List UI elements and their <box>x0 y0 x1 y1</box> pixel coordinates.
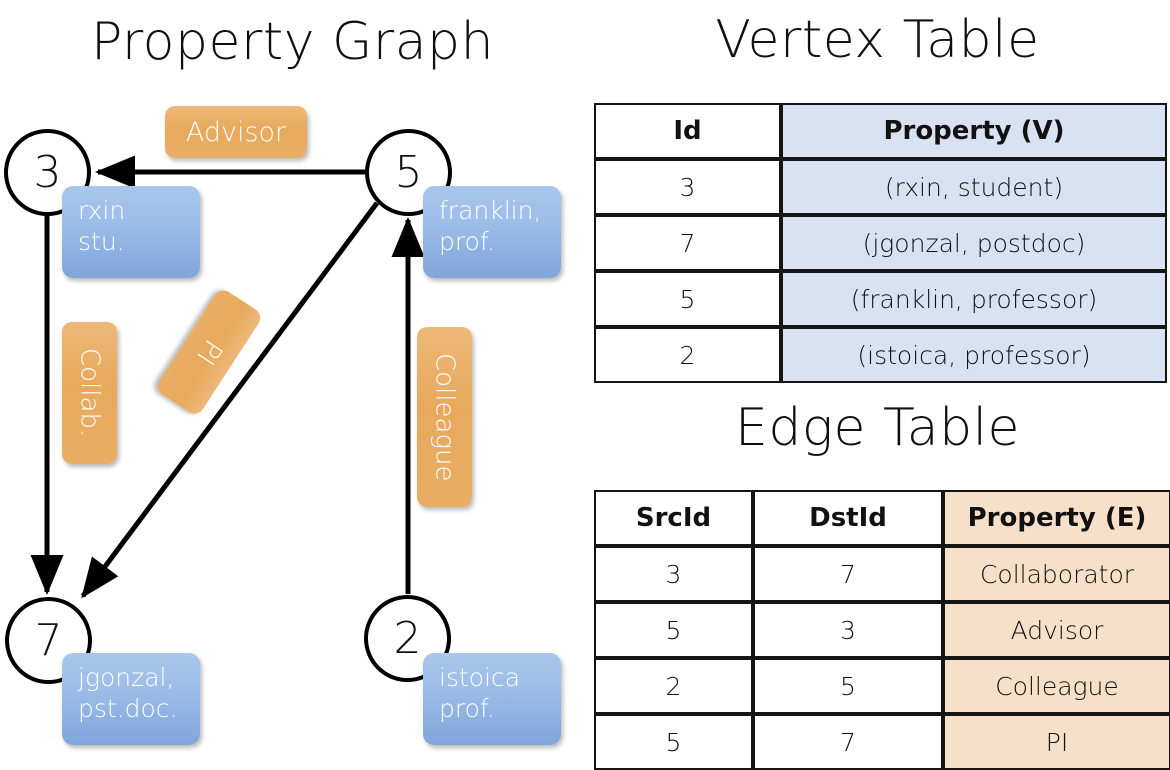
vertex-cell-property: (istoica, professor) <box>781 327 1167 383</box>
edge-table-header-property: Property (E) <box>943 490 1170 546</box>
vertex-property-callout-3-line2: stu. <box>78 226 125 256</box>
edge-label-colleague-text: Colleague <box>429 352 460 482</box>
vertex-property-callout-7-line1: jgonzal, <box>78 663 175 692</box>
vertex-cell-id: 7 <box>594 215 781 271</box>
graph-edges-svg <box>30 155 425 599</box>
table-row[interactable]: 5 3 Advisor <box>594 602 1170 658</box>
vertex-cell-id: 2 <box>594 327 781 383</box>
edge-table: SrcId DstId Property (E) 3 7 Collaborato… <box>594 490 1170 770</box>
edge-table-header-srcid: SrcId <box>594 490 753 546</box>
graph-node-3-label: 3 <box>33 146 62 198</box>
vertex-property-callout-7: jgonzal, pst.doc. <box>62 653 200 745</box>
edge-cell-dstid: 5 <box>753 658 943 714</box>
vertex-cell-property: (jgonzal, postdoc) <box>781 215 1167 271</box>
vertex-property-callout-5: franklin, prof. <box>423 186 561 278</box>
vertex-table-header-row: Id Property (V) <box>594 103 1167 159</box>
vertex-property-callout-2-line2: prof. <box>439 693 495 723</box>
page-title-edge-table: Edge Table <box>734 398 1021 458</box>
vertex-table-header-id: Id <box>594 103 781 159</box>
table-row[interactable]: 2 (istoica, professor) <box>594 327 1167 383</box>
table-row[interactable]: 5 (franklin, professor) <box>594 271 1167 327</box>
table-row[interactable]: 2 5 Colleague <box>594 658 1170 714</box>
graph-node-2-label: 2 <box>393 612 422 664</box>
edge-label-advisor-text: Advisor <box>185 116 287 148</box>
edge-cell-srcid: 3 <box>594 546 753 602</box>
edge-cell-dstid: 7 <box>753 546 943 602</box>
graph-node-7-label: 7 <box>34 614 63 666</box>
vertex-table: Id Property (V) 3 (rxin, student) 7 (jgo… <box>594 103 1167 383</box>
graph-node-5[interactable]: 5 <box>365 129 452 216</box>
edge-cell-property: Advisor <box>943 602 1170 658</box>
vertex-property-callout-7-line2: pst.doc. <box>78 693 178 723</box>
edge-cell-property: Colleague <box>943 658 1170 714</box>
edge-label-collab-text: Collab. <box>74 348 105 438</box>
vertex-property-callout-5-line2: prof. <box>439 226 495 256</box>
edge-table-header-row: SrcId DstId Property (E) <box>594 490 1170 546</box>
table-row[interactable]: 3 (rxin, student) <box>594 159 1167 215</box>
vertex-property-callout-3-line1: rxin <box>78 196 126 225</box>
edge-cell-property: Collaborator <box>943 546 1170 602</box>
table-row[interactable]: 3 7 Collaborator <box>594 546 1170 602</box>
edge-cell-srcid: 2 <box>594 658 753 714</box>
table-row[interactable]: 5 7 PI <box>594 714 1170 770</box>
edge-label-pi-text: PI <box>190 334 228 370</box>
edge-cell-srcid: 5 <box>594 602 753 658</box>
vertex-table-header-property: Property (V) <box>781 103 1167 159</box>
edge-label-advisor: Advisor <box>165 106 307 158</box>
edge-label-collab: Collab. <box>62 322 117 464</box>
edge-cell-property: PI <box>943 714 1170 770</box>
edge-cell-dstid: 7 <box>753 714 943 770</box>
vertex-property-callout-2: istoica prof. <box>423 653 561 745</box>
vertex-cell-property: (rxin, student) <box>781 159 1167 215</box>
vertex-property-callout-3: rxin stu. <box>62 186 200 278</box>
edge-table-header-dstid: DstId <box>753 490 943 546</box>
edge-label-colleague: Colleague <box>417 327 472 507</box>
graph-edge-pi <box>80 201 380 599</box>
graph-node-5-label: 5 <box>394 146 423 198</box>
property-graph-panel: 3 5 7 2 rxin stu. franklin, prof. jgonza… <box>0 0 585 760</box>
graph-node-2[interactable]: 2 <box>364 595 451 682</box>
vertex-property-callout-5-line1: franklin, <box>439 196 542 225</box>
table-row[interactable]: 7 (jgonzal, postdoc) <box>594 215 1167 271</box>
vertex-property-callout-2-line1: istoica <box>439 663 521 692</box>
edge-cell-dstid: 3 <box>753 602 943 658</box>
vertex-cell-id: 3 <box>594 159 781 215</box>
page-title-vertex-table: Vertex Table <box>715 10 1040 70</box>
page-title-property-graph: Property Graph <box>90 12 495 72</box>
edge-cell-srcid: 5 <box>594 714 753 770</box>
vertex-cell-id: 5 <box>594 271 781 327</box>
vertex-cell-property: (franklin, professor) <box>781 271 1167 327</box>
